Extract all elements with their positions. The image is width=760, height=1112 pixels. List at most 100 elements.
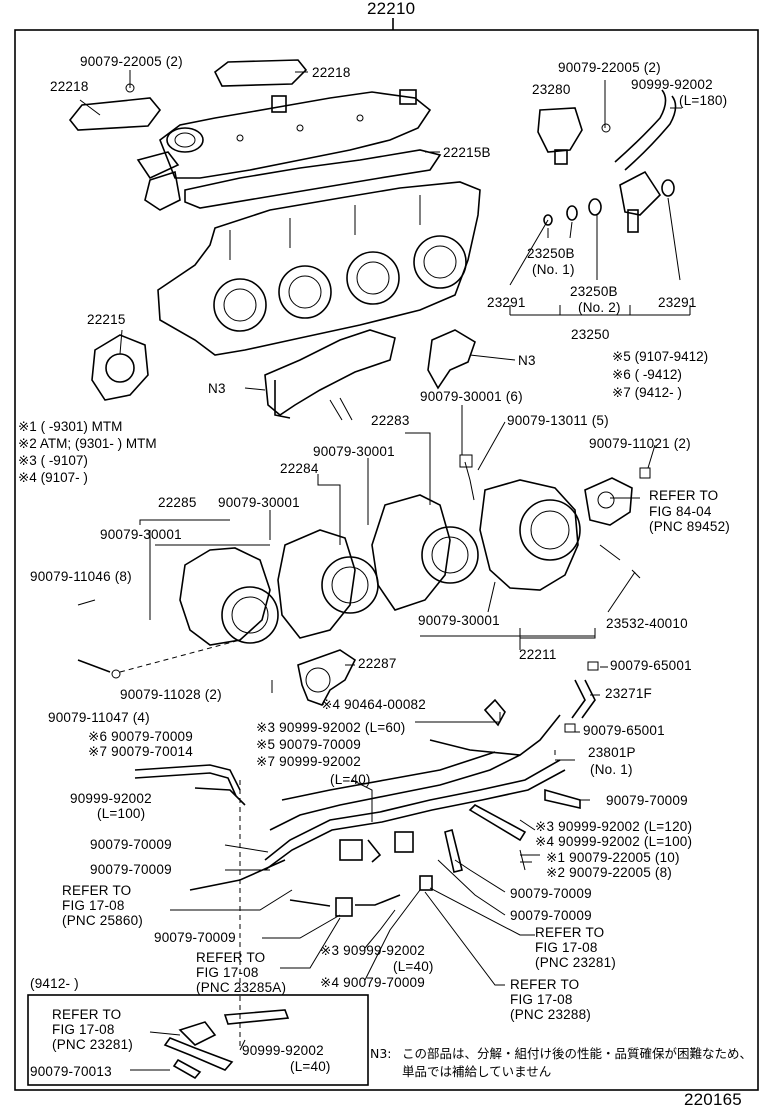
callout-c58: ※2 90079-22005 (8) (546, 865, 672, 880)
injector-drawing (543, 170, 675, 233)
callout-c26: FIG 84-04 (649, 504, 712, 519)
callout-c56: 90079-70009 (90, 862, 172, 877)
callout-c30: 90079-30001 (100, 527, 182, 542)
intake-manifold-lower-drawing (157, 181, 481, 356)
callout-c49: (No. 1) (590, 762, 633, 777)
part-22287-drawing (297, 649, 357, 706)
callout-c77: (9412- ) (30, 976, 79, 991)
bracket-22218-left-drawing (68, 97, 162, 131)
callout-c24: 22284 (280, 461, 319, 476)
callout-c18: N3 (208, 381, 226, 396)
callout-c79: FIG 17-08 (52, 1022, 115, 1037)
note-right-7: ※7 (9412- ) (612, 385, 682, 400)
callout-c43: ※7 90079-70014 (88, 744, 193, 759)
callout-c14: 23291 (658, 295, 697, 310)
vacuum-hose-network-drawing (134, 661, 599, 917)
callout-c13: 23291 (487, 295, 526, 310)
callout-c09: 23250B (527, 246, 575, 261)
callout-c39: 90079-11047 (4) (48, 710, 150, 725)
callout-c78: REFER TO (52, 1007, 122, 1022)
callout-c83: 90079-70013 (30, 1064, 112, 1079)
callout-c34: 22211 (519, 647, 557, 662)
n3-note-line1: この部品は、分解・組付け後の性能・品質確保が困難なため、 (402, 1046, 753, 1061)
callout-c51: (L=100) (97, 806, 146, 821)
callout-c73: ※4 90079-70009 (320, 975, 425, 990)
callout-c53: ※3 90999-92002 (L=120) (535, 819, 693, 834)
main-part-number: 22210 (367, 0, 416, 18)
callout-c07: 90999-92002 (631, 77, 713, 92)
gasket-22215-drawing (91, 334, 149, 401)
figure-number: 220165 (684, 1090, 742, 1109)
callout-c48: 23801P (588, 745, 636, 760)
callout-c28: 22285 (158, 495, 197, 510)
callout-c76: (PNC 23288) (510, 1007, 591, 1022)
sensor-89452-drawing (584, 477, 633, 526)
callout-c35: 22287 (358, 656, 397, 671)
inset-drawing (130, 1009, 290, 1080)
callout-c66: FIG 17-08 (535, 940, 598, 955)
callout-c65: REFER TO (535, 925, 605, 940)
callout-c44: ※3 90999-92002 (L=60) (256, 720, 406, 735)
callout-c23: 90079-11021 (2) (589, 436, 691, 451)
callout-c12: (No. 2) (578, 300, 621, 315)
callout-c69: FIG 17-08 (196, 965, 259, 980)
callout-c72: (L=40) (393, 959, 434, 974)
callout-c70: (PNC 23285A) (196, 980, 287, 995)
callout-c38: 23271F (605, 686, 652, 701)
n3-bracket-right-drawing (427, 329, 476, 390)
note-left-2: ※2 ATM; (9301- ) MTM (18, 436, 157, 451)
callout-c20: 90079-13011 (5) (507, 413, 609, 428)
callout-c21: 22283 (371, 413, 410, 428)
inset-box (27, 994, 369, 1086)
bracket-22218-right-drawing (213, 59, 308, 87)
callout-c68: REFER TO (196, 950, 266, 965)
throttle-body-row-drawing (179, 479, 581, 646)
callout-c01: 90079-22005 (2) (80, 54, 183, 69)
note-left-1: ※1 ( -9301) MTM (18, 419, 123, 434)
callout-c54: ※4 90999-92002 (L=100) (535, 834, 693, 849)
callout-c37: 90079-11028 (2) (120, 687, 222, 702)
callout-c80: (PNC 23281) (52, 1037, 133, 1052)
callout-c25: REFER TO (649, 488, 719, 503)
callout-c27: (PNC 89452) (649, 519, 730, 534)
callout-c60: FIG 17-08 (62, 898, 125, 913)
pressure-regulator-drawing (537, 89, 677, 171)
callout-c31: 90079-11046 (8) (30, 569, 132, 584)
leader-lines (79, 70, 682, 986)
callout-c75: FIG 17-08 (510, 992, 573, 1007)
callout-c67: (PNC 23281) (535, 955, 616, 970)
callout-c81: 90999-92002 (242, 1043, 324, 1058)
callout-c47: (L=40) (330, 772, 371, 787)
callout-c52: 90079-70009 (606, 793, 688, 808)
intake-manifold-upper-drawing (136, 89, 432, 211)
callout-c50: 90999-92002 (70, 791, 152, 806)
callout-c46: ※7 90999-92002 (256, 754, 361, 769)
callout-c05: 90079-22005 (2) (558, 60, 661, 75)
callout-c22: 90079-30001 (313, 444, 395, 459)
n3-note-line2: 単品では補給していません (402, 1064, 552, 1079)
callout-c06: 23280 (532, 82, 571, 97)
note-left-4: ※4 (9107- ) (18, 470, 88, 485)
note-right-5: ※5 (9107-9412) (612, 349, 709, 364)
gasket-22215b-drawing (184, 149, 442, 209)
callout-c10: (No. 1) (532, 262, 575, 277)
note-left-3: ※3 ( -9107) (18, 453, 88, 468)
callout-c71: ※3 90999-92002 (320, 943, 425, 958)
callout-c41: 90079-65001 (583, 723, 665, 738)
callout-c17: N3 (518, 353, 536, 368)
callout-c36: 90079-65001 (610, 658, 692, 673)
callout-c03: 22218 (312, 65, 351, 80)
callout-c29: 90079-30001 (218, 495, 300, 510)
callout-c74: REFER TO (510, 977, 580, 992)
callout-c61: (PNC 25860) (62, 913, 143, 928)
main-frame (14, 29, 759, 1091)
callout-c04: 22215B (443, 145, 491, 160)
callout-c16: 22215 (87, 312, 126, 327)
callout-c62: 90079-70009 (510, 886, 592, 901)
callout-c63: 90079-70009 (510, 908, 592, 923)
callout-c64: 90079-70009 (154, 930, 236, 945)
n3-note-label: N3: (370, 1046, 392, 1061)
callout-c19: 90079-30001 (6) (420, 389, 523, 404)
callout-c02: 22218 (50, 79, 89, 94)
